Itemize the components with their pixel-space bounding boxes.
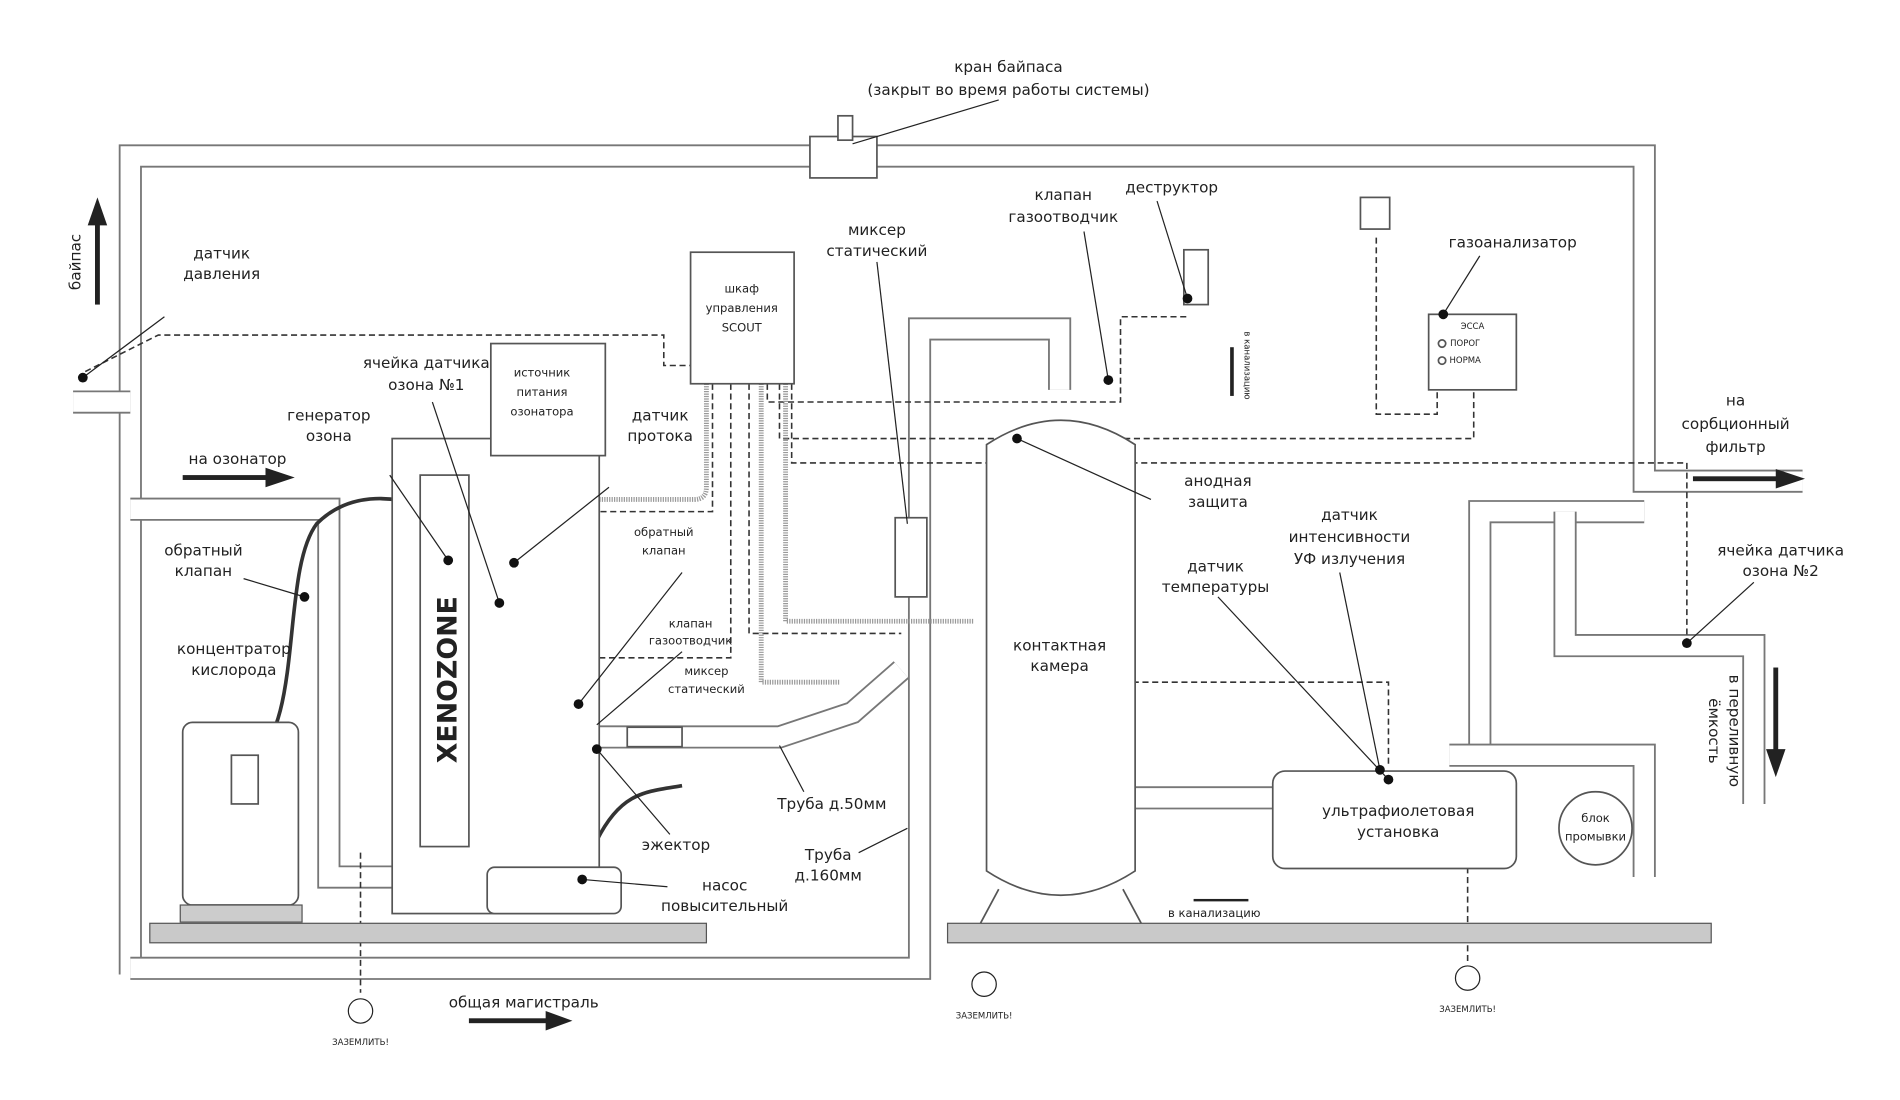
label-anode-1: анодная [1184, 472, 1252, 490]
label-power-1: источник [514, 365, 571, 379]
label-gas-analyzer: газоанализатор [1449, 233, 1577, 251]
label-pipe-50: Труба д.50мм [776, 795, 886, 813]
label-pipe-160-1: Труба [804, 846, 852, 864]
label-bypass: байпас [66, 234, 84, 290]
label-overflow-1: в переливную [1725, 675, 1743, 787]
label-concentrator-1: концентратор [177, 640, 291, 658]
label-overflow-2: ёмкость [1705, 698, 1723, 764]
brand-logo: XENOZONE [433, 596, 464, 763]
label-temp-1: датчик [1187, 557, 1244, 575]
ground-label-2: ЗАЗЕМЛИТЬ! [956, 1011, 1013, 1021]
label-main-line: общая магистраль [449, 993, 599, 1011]
ground-label-3: ЗАЗЕМЛИТЬ! [1439, 1005, 1496, 1015]
oxygen-concentrator [179, 721, 303, 923]
label-flow-2: протока [627, 427, 693, 445]
ejector-hose [595, 783, 683, 842]
label-bypass-valve-1: кран байпаса [954, 58, 1063, 76]
contact-chamber [985, 419, 1136, 896]
static-mixer [894, 516, 928, 598]
label-ozone-cell2-1: ячейка датчика [1717, 541, 1844, 559]
label-pipe-160-2: д.160мм [795, 867, 862, 885]
label-mixer-1: миксер [848, 221, 906, 239]
label-to-ozonator: на озонатор [189, 450, 287, 468]
label-cabinet-2: управления [706, 301, 778, 315]
cable-hose [541, 383, 975, 685]
leader-lines [77, 99, 1755, 888]
label-to-sewer: в канализацию [1168, 906, 1261, 920]
label-sorption-1: на [1726, 392, 1745, 410]
label-ejector: эжектор [642, 836, 710, 854]
label-uv-unit-2: установка [1357, 823, 1439, 841]
label-cabinet-3: SCOUT [722, 320, 763, 334]
pipes [73, 144, 1803, 980]
label-check-valve-2: клапан [175, 562, 232, 580]
label-cabinet-1: шкаф [724, 281, 759, 295]
label-destructor: деструктор [1125, 179, 1218, 197]
ozone-rack: XENOZONE [391, 437, 601, 915]
label-pump-1: насос [702, 876, 747, 894]
oxygen-hose [248, 496, 421, 763]
label-gas-vent-2: газоотводчик [1008, 208, 1118, 226]
label-chamber-2: камера [1030, 657, 1088, 675]
label-pressure-sensor-1: датчик [193, 244, 250, 262]
normal-led [1437, 356, 1447, 366]
label-gas-vent-small-2: газоотводчик [649, 633, 732, 647]
label-flow-1: датчик [632, 406, 689, 424]
label-gas-vent-small-1: клапан [669, 616, 713, 630]
label-ozone-cell2-2: озона №2 [1742, 562, 1818, 580]
floor-left [149, 922, 708, 944]
label-generator-2: озона [306, 427, 352, 445]
analyzer-brand: ЭССА [1461, 322, 1485, 332]
label-uv-sensor-1: датчик [1321, 506, 1378, 524]
label-flush-2: промывки [1565, 829, 1626, 843]
label-sorption-2: сорбционный [1682, 415, 1790, 433]
flow-arrows [87, 197, 1805, 1031]
label-flush-1: блок [1581, 811, 1610, 825]
label-chamber-1: контактная [1013, 636, 1106, 654]
threshold-label: ПОРОГ [1450, 339, 1480, 349]
label-pressure-sensor-2: давления [183, 265, 260, 283]
booster-pump [486, 866, 623, 915]
static-mixer-small [626, 726, 683, 748]
label-power-3: озонатора [510, 404, 573, 418]
label-pump-2: повысительный [661, 897, 788, 915]
chamber-legs [979, 888, 1142, 924]
label-anode-2: защита [1188, 493, 1248, 511]
label-sorption-3: фильтр [1706, 438, 1766, 456]
label-check-valve-1: обратный [164, 541, 242, 559]
label-uv-unit-1: ультрафиолетовая [1322, 802, 1475, 820]
power-supply [489, 342, 607, 457]
label-concentrator-2: кислорода [191, 661, 276, 679]
ground-icons [347, 965, 1481, 1024]
uv-unit [1271, 770, 1518, 870]
label-ozone-cell1-2: озона №1 [388, 376, 464, 394]
label-bypass-valve-2: (закрыт во время работы системы) [867, 81, 1149, 99]
label-gas-vent-1: клапан [1035, 186, 1092, 204]
bypass-valve[interactable] [809, 114, 878, 179]
gas-analyzer [1427, 313, 1518, 391]
label-mixer-2: статический [826, 242, 927, 260]
label-generator-1: генератор [287, 406, 371, 424]
threshold-led [1437, 339, 1447, 349]
flush-block [1558, 790, 1633, 866]
label-uv-sensor-2: интенсивности [1289, 528, 1411, 546]
normal-label: НОРМА [1449, 356, 1481, 366]
label-check-valve-small-2: клапан [642, 543, 686, 557]
ground-label-1: ЗАЗЕМЛИТЬ! [332, 1038, 389, 1048]
label-uv-sensor-3: УФ излучения [1294, 550, 1405, 568]
label-power-2: питания [517, 385, 568, 399]
label-to-sewer-vertical: в канализацию [1242, 331, 1252, 399]
floor-right [946, 922, 1712, 944]
label-mixer-small-1: миксер [684, 664, 728, 678]
label-check-valve-small-1: обратный [634, 525, 694, 539]
label-temp-2: температуры [1162, 578, 1270, 596]
label-ozone-cell1-1: ячейка датчика [363, 354, 490, 372]
analyzer-sensor [1359, 196, 1391, 230]
label-mixer-small-2: статический [668, 682, 745, 696]
control-cabinet[interactable] [689, 251, 795, 385]
